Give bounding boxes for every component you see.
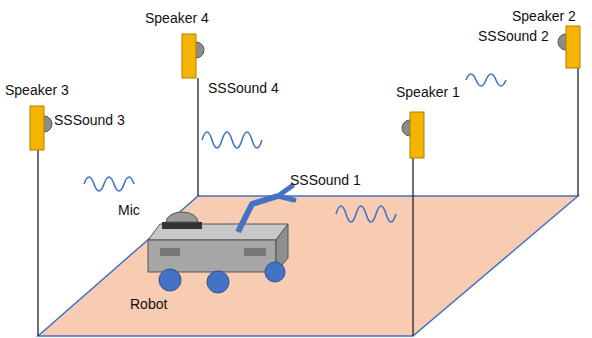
speaker-label: Speaker 1 — [396, 84, 460, 100]
sound-waves — [84, 74, 506, 222]
speaker-label: Speaker 4 — [145, 10, 209, 26]
floor — [38, 196, 578, 336]
part-label: Robot — [130, 296, 167, 312]
sound-label: SSSound 1 — [290, 172, 361, 188]
speaker-2 — [558, 26, 580, 68]
speaker-label: Speaker 2 — [512, 8, 576, 24]
speaker-1 — [402, 112, 424, 158]
sound-label: SSSound 4 — [208, 80, 279, 96]
speaker-label: Speaker 3 — [5, 82, 69, 98]
robot — [148, 186, 294, 293]
sound-label: SSSound 3 — [54, 112, 125, 128]
speaker-3 — [30, 106, 52, 150]
speaker-4 — [182, 34, 204, 78]
part-label: Mic — [118, 202, 140, 218]
speaker-poles — [38, 68, 578, 336]
sound-label: SSSound 2 — [478, 28, 549, 44]
